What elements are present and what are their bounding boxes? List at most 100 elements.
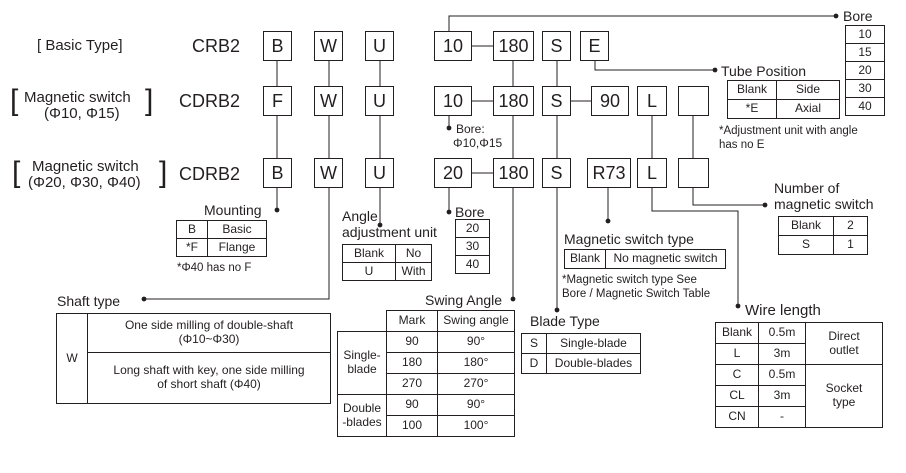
switch-count-value: 1: [833, 235, 868, 255]
code-tube-basic: E: [580, 31, 609, 61]
code-swing-small: 180: [493, 86, 534, 116]
bore-top-value: 40: [845, 97, 885, 116]
wire-group-line: Socket: [825, 381, 863, 396]
angle-unit-code: U: [342, 262, 396, 281]
table-row: *F Flange: [176, 238, 267, 257]
tube-code: *E: [727, 99, 777, 119]
wire-code: L: [715, 343, 759, 365]
shaft-type-title: Shaft type: [57, 293, 121, 309]
swing-group-line: blade: [347, 362, 377, 376]
table-row: W One side milling of double-shaft (Φ10~…: [56, 313, 331, 404]
table-row: Long shaft with key, one side milling of…: [57, 352, 331, 404]
bore-mid-table: 20 30 40: [455, 219, 490, 274]
table-row: 20: [845, 61, 885, 80]
switch-type-code: Blank: [564, 249, 606, 269]
angle-unit-desc: With: [395, 262, 432, 281]
mounting-code: B: [176, 220, 208, 239]
bore-small-title: Bore:: [456, 122, 485, 136]
code-mounting-small: F: [263, 86, 292, 116]
table-row: 15: [845, 43, 885, 62]
code-swing-large: 180: [493, 158, 534, 188]
bore-top-value: 30: [845, 79, 885, 98]
swing-group-double: Double -blades: [337, 394, 387, 437]
shaft-type-table: W One side milling of double-shaft (Φ10~…: [56, 313, 331, 404]
bore-top-table: 10 15 20 30 40: [845, 25, 885, 116]
table-row: CL 3m: [715, 385, 883, 407]
wire-code: CN: [715, 406, 759, 428]
table-row: C 0.5m Socket type: [715, 364, 883, 428]
code-angle-unit-large: U: [365, 158, 394, 188]
switch-count-table: Blank 2 S 1: [778, 216, 868, 255]
row-label-mag-large-line2: (Φ20, Φ30, Φ40): [28, 174, 141, 191]
code-blade-small: S: [542, 86, 571, 116]
wire-group-line: type: [832, 395, 856, 409]
switch-count-code: Blank: [778, 216, 834, 236]
code-mounting-basic: B: [263, 31, 292, 61]
shaft-desc-line: (Φ10~Φ30): [178, 332, 240, 346]
blade-desc: Double-blades: [546, 353, 641, 374]
shaft-desc-line: of short shaft (Φ40): [157, 377, 261, 391]
switch-count-value: 2: [833, 216, 868, 236]
row-label-mag-small-line1: Magnetic switch: [24, 89, 131, 106]
row-label-basic: [ Basic Type]: [37, 37, 123, 54]
code-switch-type-small: 90: [591, 86, 629, 116]
table-row: Blank Side: [727, 80, 840, 100]
code-shaft-large: W: [314, 158, 343, 188]
wire-length: -: [758, 406, 806, 428]
wire-length-title: Wire length: [745, 302, 821, 319]
table-row: Blank 2: [778, 216, 868, 236]
code-angle-unit-small: U: [365, 86, 394, 116]
table-row: *E Axial: [727, 99, 840, 119]
swing-mark: 90: [386, 331, 438, 353]
blade-code: D: [521, 353, 547, 374]
code-switch-count-large: [678, 158, 709, 188]
table-row: D Double-blades: [521, 353, 641, 374]
swing-value: 180°: [437, 352, 515, 374]
wire-group-line: outlet: [829, 342, 859, 357]
wire-group-line: Direct: [828, 328, 860, 343]
switch-type-table: Blank No magnetic switch: [564, 249, 726, 269]
shaft-desc-line: Long shaft with key, one side milling: [113, 363, 305, 378]
mounting-title: Mounting: [204, 202, 262, 218]
wire-length: 3m: [758, 343, 806, 365]
wire-length: 0.5m: [758, 322, 806, 344]
swing-value: 90°: [437, 394, 515, 416]
bracket-open-row2: [: [10, 84, 19, 117]
bracket-open-row3: [: [12, 156, 21, 189]
shaft-type-desc: One side milling of double-shaft (Φ10~Φ3…: [87, 313, 331, 353]
code-switch-type-large: R73: [587, 158, 631, 188]
tube-code: Blank: [727, 80, 777, 100]
blade-code: S: [521, 333, 547, 354]
wire-code: C: [715, 364, 759, 386]
mounting-desc: Basic: [207, 220, 267, 239]
table-row: Blank 0.5m Direct outlet: [715, 322, 883, 365]
swing-angle-table: Mark Swing angle Single- blade 90 90° 18…: [337, 310, 515, 437]
mounting-note: *Φ40 has no F: [177, 262, 252, 274]
shaft-desc-line: One side milling of double-shaft: [124, 318, 294, 333]
model-cdrb2-small: CDRB2: [179, 91, 241, 111]
wire-code: Blank: [715, 322, 759, 344]
table-row: S Single-blade: [521, 333, 641, 354]
code-wire-small: L: [637, 86, 667, 116]
swing-value: 90°: [437, 331, 515, 353]
table-row: B Basic: [176, 220, 267, 239]
table-row: Single- blade 90 90°: [337, 331, 515, 395]
tube-desc: Axial: [776, 99, 840, 119]
code-blade-basic: S: [542, 31, 571, 61]
code-switch-count-small: [678, 86, 709, 116]
switch-type-note-line1: *Magnetic switch type See: [562, 274, 697, 286]
table-row: 100 100°: [338, 415, 515, 437]
shaft-type-code: W: [56, 313, 88, 404]
bore-top-value: 10: [845, 25, 885, 44]
swing-mark: 270: [386, 373, 438, 395]
bore-top-value: 20: [845, 61, 885, 80]
bore-top-value: 15: [845, 43, 885, 62]
code-blade-large: S: [542, 158, 571, 188]
bracket-close-row3: ]: [159, 156, 168, 189]
swing-value: 100°: [437, 415, 515, 437]
swing-header-mark: Mark: [386, 310, 438, 332]
blade-desc: Single-blade: [546, 333, 641, 354]
shaft-type-desc: Long shaft with key, one side milling of…: [87, 352, 331, 404]
